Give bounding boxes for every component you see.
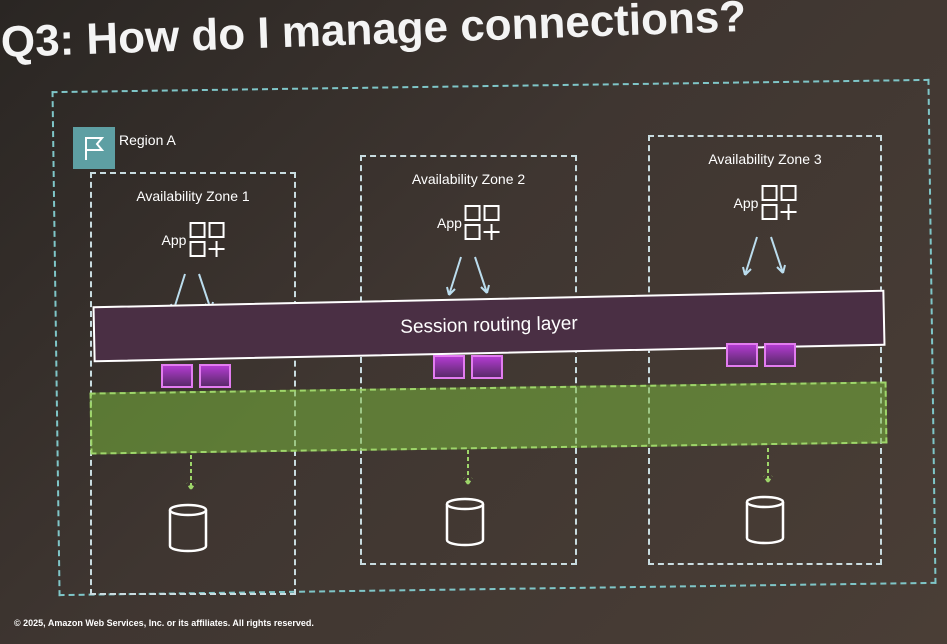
proxy-instances-zone-3 — [726, 343, 796, 367]
proxy-icon — [199, 364, 231, 388]
app-icon — [761, 185, 797, 220]
arrow-down-icon — [763, 448, 773, 483]
slide-title: Q3: How do I manage connections? — [0, 0, 747, 67]
proxy-icon — [471, 355, 503, 379]
database-icon — [745, 495, 785, 545]
proxy-icon — [764, 343, 796, 367]
proxy-icon — [433, 355, 465, 379]
app-icon — [464, 205, 500, 240]
availability-zone-2: Availability Zone 2 App — [360, 155, 577, 565]
app-label: App — [437, 214, 462, 231]
app-group: App — [437, 205, 500, 240]
proxy-icon — [726, 343, 758, 367]
app-group: App — [734, 185, 797, 220]
session-layer-label: Session routing layer — [400, 313, 578, 338]
database-icon — [168, 503, 208, 553]
arrows-icon — [445, 256, 490, 296]
flag-icon — [73, 127, 115, 169]
zone-label: Availability Zone 3 — [708, 151, 822, 167]
arrow-down-icon — [186, 455, 196, 490]
arrow-down-icon — [463, 450, 473, 485]
copyright-notice: © 2025, Amazon Web Services, Inc. or its… — [14, 618, 314, 628]
zone-label: Availability Zone 1 — [136, 188, 250, 204]
zone-label: Availability Zone 2 — [411, 171, 526, 187]
app-group: App — [162, 222, 225, 257]
database-icon — [445, 497, 485, 547]
proxy-icon — [161, 364, 193, 388]
app-label: App — [733, 194, 759, 211]
app-icon — [189, 222, 225, 257]
proxy-instances-zone-2 — [433, 355, 503, 379]
connection-pool-band — [89, 381, 888, 455]
region-label: Region A — [119, 132, 176, 148]
proxy-instances-zone-1 — [161, 364, 231, 388]
app-label: App — [161, 231, 187, 248]
arrows-icon — [742, 236, 786, 276]
